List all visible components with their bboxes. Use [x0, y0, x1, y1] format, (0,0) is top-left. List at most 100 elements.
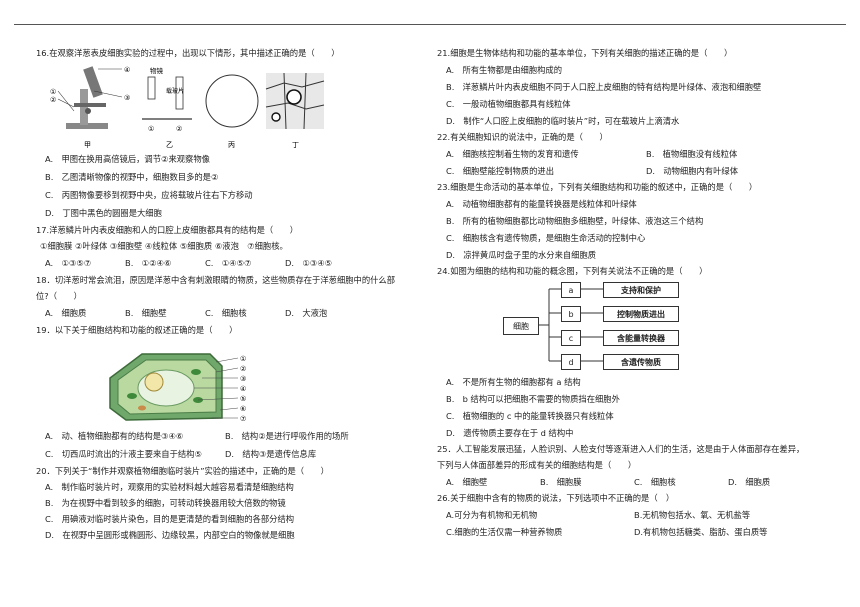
- question-25: 25．人工智能发展迅猛，人脸识别、人脸支付等逐渐进入人们的生活，这是由于人体面部…: [437, 444, 832, 488]
- concept-node-d: d: [561, 354, 581, 370]
- q17-options: A. ①③⑤⑦ B. ①②④⑥ C. ①④⑤⑦ D. ①③④⑤: [36, 258, 431, 269]
- air-bubble: [286, 89, 302, 105]
- concept-func-d: 含遗传物质: [603, 354, 679, 370]
- q21-option-c: C. 一般动植物细胞都具有线粒体: [446, 99, 571, 109]
- q25-option-b: B. 细胞膜: [540, 477, 582, 487]
- cell-label-4: ④: [240, 385, 246, 393]
- concept-node-c: c: [561, 330, 581, 346]
- q21-option-a: A. 所有生物都是由细胞构成的: [446, 65, 563, 75]
- q17-option-c: C. ①④⑤⑦: [205, 258, 252, 268]
- q20-option-d: D. 在视野中呈圆形或椭圆形、边缘较黑，内部空白的物像就是细胞: [45, 530, 295, 540]
- question-18: 18．切洋葱时常会流泪，原因是洋葱中含有刺激眼睛的物质，这些物质存在于洋葱细胞中…: [36, 275, 431, 319]
- q25-options: A. 细胞壁 B. 细胞膜 C. 细胞核 D. 细胞质: [437, 477, 832, 488]
- q26-option-c: C.细胞的生活仅需一种营养物质: [446, 527, 563, 537]
- q22-options-row-2: C. 细胞壁能控制物质的进出 D. 动物细胞内有叶绿体: [437, 166, 832, 177]
- plant-cell-diagram: ① ② ③ ④ ⑤ ⑥ ⑦: [109, 353, 246, 423]
- question-26-stem: 26.关于细胞中含有的物质的说法，下列选项中不正确的是（ ）: [437, 493, 675, 503]
- cell-label-7: ⑦: [240, 415, 246, 423]
- microscope-base: [66, 123, 108, 129]
- question-22: 22.有关细胞知识的说法中，正确的是（ ） A. 细胞核控制着生物的发育和遗传 …: [437, 132, 832, 177]
- q21-option-b: B. 洋葱鳞片叶内表皮细胞不同于人口腔上皮细胞的特有结构是叶绿体、液泡和细胞壁: [446, 82, 762, 92]
- q22-option-d: D. 动物细胞内有叶绿体: [646, 166, 738, 176]
- label-obj-2: ②: [176, 125, 182, 133]
- label-wujing: 物镜: [150, 66, 164, 75]
- concept-func-a: 支持和保护: [603, 282, 679, 298]
- microscope-diagram: ④ ③ ① ② 甲: [50, 66, 130, 149]
- label-2: ②: [50, 96, 56, 104]
- question-26: 26.关于细胞中含有的物质的说法，下列选项中不正确的是（ ） A.可分为有机物和…: [437, 493, 832, 538]
- question-21: 21.细胞是生物体结构和功能的基本单位，下列有关细胞的描述正确的是（ ） A. …: [437, 48, 832, 127]
- q26-option-a: A.可分为有机物和无机物: [446, 510, 538, 520]
- label-4: ④: [124, 66, 130, 74]
- q25-option-d: D. 细胞质: [728, 477, 771, 487]
- cell-label-6: ⑥: [240, 405, 246, 413]
- concept-map-lines: [537, 288, 603, 362]
- question-24-stem: 24.如图为细胞的结构和功能的概念图，下列有关说法不正确的是（ ）: [437, 266, 708, 276]
- concept-func-b: 控制物质进出: [603, 306, 679, 322]
- microscope-tube: [83, 66, 103, 98]
- q22-options-row-1: A. 细胞核控制着生物的发育和遗传 B. 植物细胞没有线粒体: [437, 149, 832, 160]
- q18-option-d: D. 大液泡: [285, 308, 328, 318]
- q23-option-d: D. 凉拌黄瓜时盘子里的水分来自细胞质: [446, 250, 597, 260]
- label-1: ①: [50, 88, 56, 96]
- q24-option-d: D. 遗传物质主要存在于 d 结构中: [446, 428, 574, 438]
- objective-diagram: 物镜 载玻片 ① ② 乙: [142, 66, 192, 149]
- concept-node-a: a: [561, 282, 581, 298]
- question-22-stem: 22.有关细胞知识的说法中，正确的是（ ）: [437, 132, 608, 142]
- microscope-stage: [74, 103, 106, 107]
- objective-1: [147, 76, 156, 100]
- q18-options: A. 细胞质 B. 细胞壁 C. 细胞核 D. 大液泡: [36, 308, 431, 319]
- cell-view-diagram: 丁: [265, 72, 325, 149]
- question-25-stem-2: 下列与人体面部差异的形成有关的细胞结构是（ ）: [437, 460, 637, 470]
- q22-option-b: B. 植物细胞没有线粒体: [646, 149, 738, 159]
- label-yi: 乙: [166, 141, 173, 149]
- air-bubble-small: [271, 112, 281, 122]
- q19-options-row-1: A. 动、植物细胞都有的结构是③④⑥ B. 结构②是进行呼吸作用的场所: [36, 431, 431, 442]
- right-column: 21.细胞是生物体结构和功能的基本单位，下列有关细胞的描述正确的是（ ） A. …: [437, 48, 832, 538]
- question-19: 19．以下关于细胞结构和功能的叙述正确的是（ ）: [36, 325, 431, 460]
- cell-walls: [265, 72, 325, 130]
- q19-options-row-2: C. 切西瓜时流出的汁液主要来自于结构⑤ D. 结构③是遗传信息库: [36, 449, 431, 460]
- label-3: ③: [124, 94, 130, 102]
- label-bing: 丙: [228, 141, 235, 149]
- question-16: 16.在观察洋葱表皮细胞实验的过程中，出现以下情形，其中描述正确的是（ ） ④ …: [36, 48, 431, 219]
- q22-option-a: A. 细胞核控制着生物的发育和遗传: [446, 149, 579, 159]
- concept-node-b: b: [561, 306, 581, 322]
- q18-option-c: C. 细胞核: [205, 308, 247, 318]
- chloroplast-3: [191, 369, 201, 375]
- question-23-stem: 23.细胞是生命活动的基本单位，下列有关细胞结构和功能的叙述中，正确的是（ ）: [437, 182, 758, 192]
- q26-options-row-2: C.细胞的生活仅需一种营养物质 D.有机物包括糖类、脂肪、蛋白质等: [437, 527, 832, 538]
- q18-option-b: B. 细胞壁: [125, 308, 167, 318]
- q19-option-a: A. 动、植物细胞都有的结构是③④⑥: [45, 431, 184, 441]
- question-18-stem-1: 18．切洋葱时常会流泪，原因是洋葱中含有刺激眼睛的物质，这些物质存在于洋葱细胞中…: [36, 275, 396, 285]
- label-zaibopian: 载玻片: [166, 87, 184, 95]
- question-20: 20．下列关于“制作并观察植物细胞临时装片”实验的描述中，正确的是（ ） A. …: [36, 466, 431, 541]
- question-16-stem: 16.在观察洋葱表皮细胞实验的过程中，出现以下情形，其中描述正确的是（ ）: [36, 48, 340, 58]
- question-23: 23.细胞是生命活动的基本单位，下列有关细胞结构和功能的叙述中，正确的是（ ） …: [437, 182, 832, 261]
- view-circle: [205, 74, 259, 128]
- question-20-stem: 20．下列关于“制作并观察植物细胞临时装片”实验的描述中，正确的是（ ）: [36, 466, 329, 476]
- q26-option-b: B.无机物包括水、氧、无机盐等: [634, 510, 751, 520]
- cell-label-3: ③: [240, 375, 246, 383]
- concept-func-c: 含能量转换器: [603, 330, 679, 346]
- q22-option-c: C. 细胞壁能控制物质的进出: [446, 166, 554, 176]
- label-ding: 丁: [292, 141, 299, 149]
- q25-option-a: A. 细胞壁: [446, 477, 488, 487]
- q20-option-c: C. 用碘液对临时装片染色，目的是更清楚的看到细胞的各部分结构: [45, 514, 295, 524]
- q17-option-a: A. ①③⑤⑦: [45, 258, 92, 268]
- q16-option-d: D. 丁图中黑色的圆圈是大细胞: [45, 208, 162, 218]
- q17-option-d: D. ①③④⑤: [285, 258, 333, 268]
- cell-label-2: ②: [240, 365, 246, 373]
- q16-option-b: B. 乙图清晰物像的视野中，细胞数目多的是②: [45, 172, 219, 182]
- left-column: 16.在观察洋葱表皮细胞实验的过程中，出现以下情形，其中描述正确的是（ ） ④ …: [36, 48, 431, 541]
- q19-option-d: D. 结构③是遗传信息库: [225, 449, 317, 459]
- concept-root: 细胞: [503, 317, 539, 335]
- question-17: 17.洋葱鳞片叶内表皮细胞和人的口腔上皮细胞都具有的结构是（ ） ①细胞膜 ②叶…: [36, 225, 431, 269]
- q23-option-c: C. 细胞核含有遗传物质，是细胞生命活动的控制中心: [446, 233, 646, 243]
- label-jia: 甲: [84, 141, 91, 149]
- chloroplast-1: [127, 393, 137, 399]
- q17-items: ①细胞膜 ②叶绿体 ③细胞壁 ④线粒体 ⑤细胞质 ⑥液泡 ⑦细胞核。: [40, 241, 288, 251]
- q26-option-d: D.有机物包括糖类、脂肪、蛋白质等: [634, 527, 768, 537]
- q20-option-a: A. 制作临时装片时，观察用的实验材料越大越容易看清楚细胞结构: [45, 482, 294, 492]
- microscope-knob: [85, 108, 91, 114]
